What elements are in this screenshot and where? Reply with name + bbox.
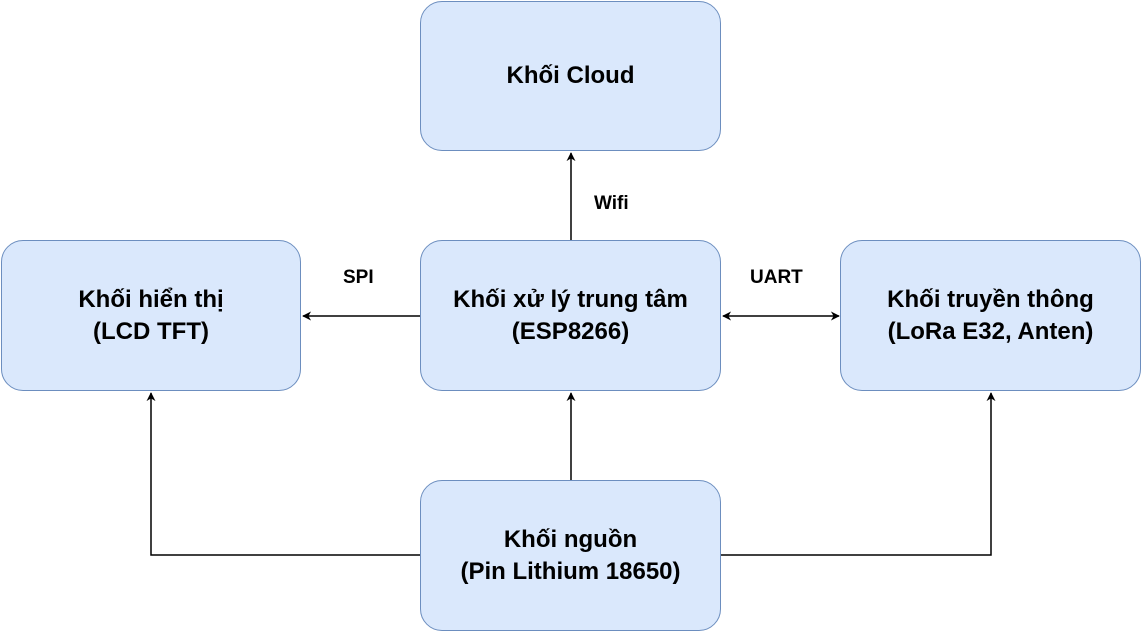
comm-block: Khối truyền thông (LoRa E32, Anten) <box>840 240 1141 391</box>
power-block: Khối nguồn (Pin Lithium 18650) <box>420 480 721 631</box>
power-block-title: Khối nguồn <box>503 525 638 553</box>
center-block-subtitle: (ESP8266) <box>511 317 630 345</box>
display-block: Khối hiển thị (LCD TFT) <box>1 240 301 391</box>
center-block-title: Khối xử lý trung tâm <box>453 285 688 313</box>
cloud-block: Khối Cloud <box>420 1 721 151</box>
wifi-edge-label: Wifi <box>594 193 629 215</box>
center-block: Khối xử lý trung tâm (ESP8266) <box>420 240 721 391</box>
comm-block-title: Khối truyền thông <box>887 285 1094 313</box>
comm-block-subtitle: (LoRa E32, Anten) <box>887 317 1094 345</box>
power-block-subtitle: (Pin Lithium 18650) <box>460 557 681 585</box>
connector-power-to-comm <box>721 392 996 556</box>
connector-power-to-display <box>146 392 420 556</box>
spi-edge-label: SPI <box>343 267 374 289</box>
display-block-title: Khối hiển thị <box>78 285 224 313</box>
display-block-subtitle: (LCD TFT) <box>93 317 209 345</box>
cloud-block-title: Khối Cloud <box>506 62 635 89</box>
uart-edge-label: UART <box>750 267 803 289</box>
